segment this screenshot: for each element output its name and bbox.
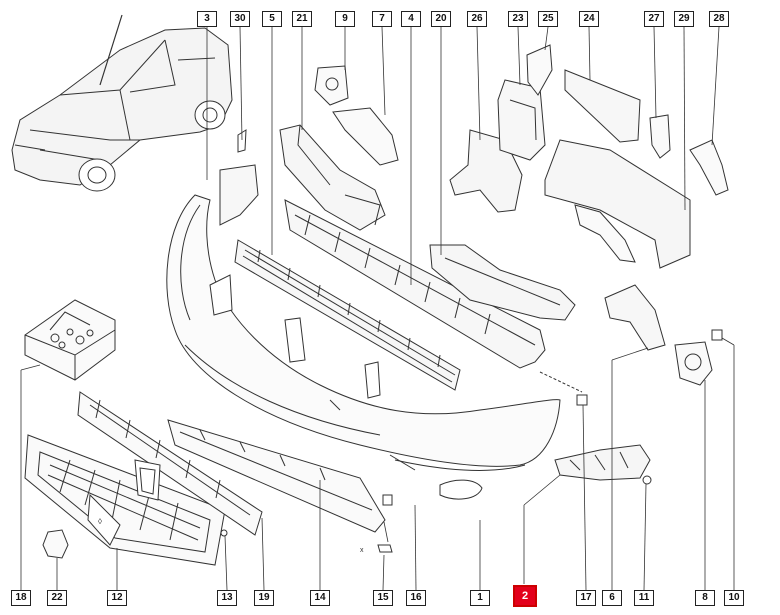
callout-15: 15 — [373, 590, 393, 606]
callout-11: 11 — [634, 590, 654, 606]
callout-20: 20 — [431, 11, 451, 27]
screw-11 — [642, 475, 652, 485]
lower-grille-strip — [167, 419, 386, 533]
upper-absorber — [279, 124, 386, 231]
emblem-clip-22 — [42, 529, 69, 559]
callout-5: 5 — [262, 11, 282, 27]
callout-1: 1 — [470, 590, 490, 606]
leader-lines — [20, 26, 735, 591]
lower-bracket-2 — [554, 444, 651, 481]
callout-25: 25 — [538, 11, 558, 27]
fog-lamp-bracket — [674, 341, 713, 386]
clip-17 — [576, 394, 588, 406]
clip-30 — [237, 129, 247, 153]
bumper-cover — [166, 194, 561, 500]
callout-22: 22 — [47, 590, 67, 606]
callout-4: 4 — [401, 11, 421, 27]
callout-8: 8 — [695, 590, 715, 606]
callout-3: 3 — [197, 11, 217, 27]
callout-29: 29 — [674, 11, 694, 27]
mount-bracket-7 — [332, 107, 399, 166]
fastener-mark: x — [360, 547, 364, 554]
clip-kit-box — [24, 299, 116, 381]
bracket-25 — [526, 44, 553, 96]
clip-13 — [220, 529, 228, 537]
svg-text:◊: ◊ — [98, 517, 102, 526]
callout-13: 13 — [217, 590, 237, 606]
callout-30: 30 — [230, 11, 250, 27]
mount-bracket-9 — [314, 65, 349, 106]
callout-19: 19 — [254, 590, 274, 606]
clip-27 — [649, 114, 671, 159]
guide-dashed-line — [539, 371, 583, 393]
callout-27: 27 — [644, 11, 664, 27]
cross-member-29 — [544, 139, 691, 269]
callout-23: 23 — [508, 11, 528, 27]
side-bracket-6 — [604, 284, 666, 351]
callout-10: 10 — [724, 590, 744, 606]
callout-26: 26 — [467, 11, 487, 27]
car-illustration — [11, 14, 233, 192]
bracket-28 — [689, 139, 729, 196]
impact-beam — [284, 199, 546, 369]
callout-9: 9 — [335, 11, 355, 27]
callout-17: 17 — [576, 590, 596, 606]
callout-12: 12 — [107, 590, 127, 606]
lower-absorber — [429, 244, 576, 321]
grille-mesh — [234, 239, 461, 391]
callout-28: 28 — [709, 11, 729, 27]
radiator-support-24 — [564, 69, 641, 143]
callout-14: 14 — [310, 590, 330, 606]
callout-21: 21 — [292, 11, 312, 27]
callout-2-highlighted: 2 — [513, 585, 537, 607]
callout-24: 24 — [579, 11, 599, 27]
front-grille: ◊ — [24, 434, 226, 566]
callout-18: 18 — [11, 590, 31, 606]
callout-7: 7 — [372, 11, 392, 27]
clip-16 — [382, 494, 393, 506]
screw-15 — [377, 544, 393, 553]
callout-16: 16 — [406, 590, 426, 606]
callout-6: 6 — [602, 590, 622, 606]
headlight-bracket-3 — [219, 164, 259, 226]
inner-grille-frame — [77, 391, 263, 536]
